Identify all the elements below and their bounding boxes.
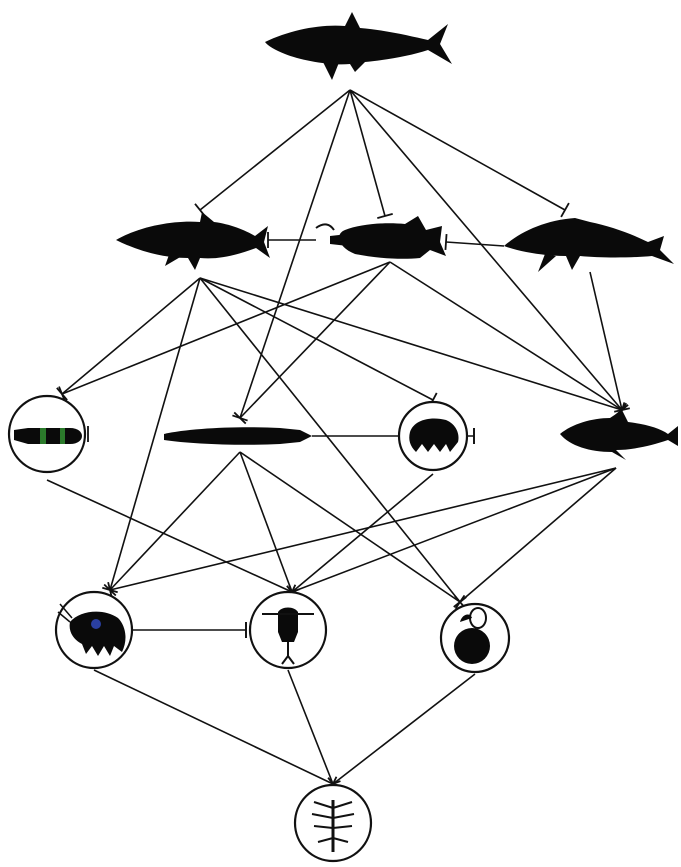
feeding-link-shark-to-sand-eel: [239, 89, 351, 419]
feeding-link-fish-c-to-fish-b: [445, 241, 505, 247]
feeding-links: [46, 89, 630, 792]
feeding-link-ctenophore-to-phytoplankton: [332, 673, 476, 785]
link-end-bar: [444, 233, 448, 251]
phytoplankton-icon: [293, 783, 373, 863]
link-end-bar: [560, 202, 570, 218]
feeding-link-fish-b-to-sand-eel: [239, 261, 391, 419]
feeding-link-small-fish-to-copepod: [291, 467, 617, 593]
amphipod-icon: [397, 400, 475, 472]
feeding-link-small-fish-to-krill: [109, 467, 617, 591]
feeding-link-fish-a-to-ctenophore: [199, 277, 461, 603]
comb-jelly-icon: [439, 602, 511, 674]
feeding-link-fish-a-to-larva: [61, 277, 201, 395]
feeding-link-amphipod-to-copepod: [291, 473, 434, 593]
feeding-link-fish-b-to-small-fish: [389, 261, 623, 411]
feeding-link-sand-eel-to-ctenophore: [239, 451, 461, 603]
krill-icon: [54, 590, 134, 670]
feeding-link-fish-a-to-small-fish: [199, 277, 623, 411]
spiny-fish-icon: [315, 216, 446, 259]
feeding-link-fish-a-to-krill: [109, 277, 201, 591]
shark-icon: [265, 12, 452, 80]
small-fish-icon: [560, 410, 678, 460]
feeding-link-copepod-to-phytoplankton: [287, 669, 334, 785]
feeding-link-sand-eel-to-krill: [109, 451, 241, 591]
copepod-icon: [245, 590, 328, 670]
link-end-bar: [377, 212, 393, 220]
fish-icon: [116, 212, 270, 270]
feeding-link-fish-c-to-small-fish: [589, 271, 623, 411]
feeding-link-shark-to-fish-b: [349, 89, 386, 217]
feeding-link-sand-eel-to-copepod: [239, 451, 293, 593]
link-end-bar: [233, 411, 247, 425]
feeding-link-fish-b-to-larva: [61, 261, 391, 395]
feeding-link-krill-to-phytoplankton: [93, 669, 334, 785]
feeding-link-shark-to-small-fish: [349, 89, 623, 411]
fish-larva-icon: [7, 394, 89, 474]
sturgeon-icon: [504, 218, 674, 272]
feeding-link-shark-to-fish-a: [199, 89, 351, 211]
feeding-link-shark-to-fish-c: [349, 89, 566, 211]
eel-fish-icon: [164, 427, 312, 445]
feeding-link-larva-to-copepod: [46, 479, 293, 593]
feeding-link-small-fish-to-ctenophore: [459, 467, 617, 603]
